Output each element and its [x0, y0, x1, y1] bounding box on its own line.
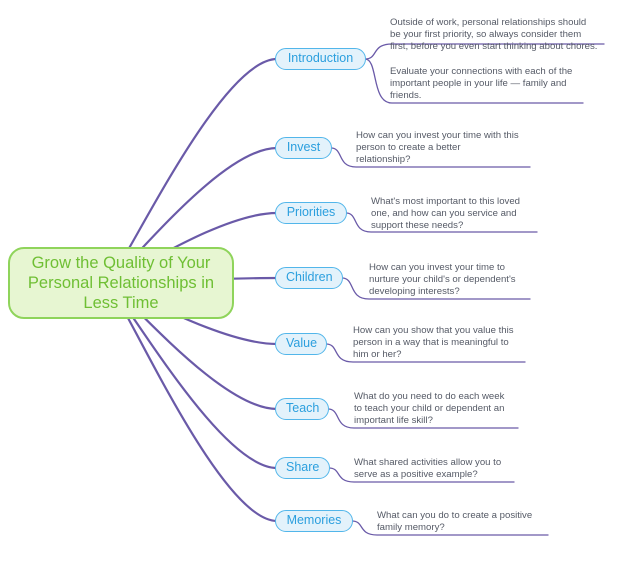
- note-line: friends.: [390, 90, 422, 102]
- note-priorities[interactable]: What's most important to this loved one,…: [371, 196, 520, 233]
- topic-label: Memories: [286, 513, 342, 527]
- topic-label: Children: [286, 270, 333, 284]
- topic-priorities[interactable]: Priorities: [275, 202, 347, 224]
- topic-value[interactable]: Value: [275, 333, 327, 355]
- note-line: to teach your child or dependent an: [354, 403, 505, 415]
- note-line: What can you do to create a positive: [377, 510, 533, 521]
- note-share[interactable]: What shared activities allow you to serv…: [354, 457, 501, 481]
- topic-label: Share: [286, 460, 320, 474]
- topic-introduction[interactable]: Introduction: [275, 48, 366, 70]
- topic-invest[interactable]: Invest: [275, 137, 332, 159]
- note-connector: [330, 147, 531, 168]
- note-line: What do you need to do each week: [354, 391, 505, 402]
- note-invest[interactable]: How can you invest your time with this p…: [356, 130, 519, 167]
- note-introduction-2[interactable]: Evaluate your connections with each of t…: [390, 66, 572, 103]
- note-line: one, and how can you service and: [371, 208, 517, 220]
- note-line: developing interests?: [369, 286, 460, 298]
- note-line: Outside of work, personal relationships …: [390, 17, 587, 28]
- note-line: important people in your life — family a…: [390, 78, 567, 90]
- topic-share[interactable]: Share: [275, 457, 330, 479]
- note-line: How can you invest your time to: [369, 262, 505, 273]
- note-line: first, before you even start thinking ab…: [390, 41, 598, 53]
- note-line: relationship?: [356, 154, 411, 166]
- note-line: nurture your child's or dependent's: [369, 274, 516, 286]
- note-line: How can you invest your time with this: [356, 130, 519, 141]
- note-connector: [351, 520, 549, 536]
- topic-label: Invest: [286, 140, 321, 154]
- note-line: him or her?: [353, 349, 402, 361]
- note-line: be your first priority, so always consid…: [390, 29, 582, 41]
- topic-label: Priorities: [286, 205, 336, 219]
- note-introduction-1[interactable]: Outside of work, personal relationships …: [390, 17, 597, 54]
- note-line: Evaluate your connections with each of t…: [390, 66, 573, 77]
- topic-children[interactable]: Children: [275, 267, 343, 289]
- note-connector: [345, 212, 538, 233]
- note-connector: [364, 58, 584, 104]
- note-line: What's most important to this loved: [371, 196, 520, 207]
- note-connector: [325, 343, 526, 363]
- note-line: person in a way that is meaningful to: [353, 337, 509, 349]
- note-children[interactable]: How can you invest your time to nurture …: [369, 262, 516, 299]
- note-line: person to create a better: [356, 142, 461, 154]
- note-connector: [341, 277, 531, 300]
- topic-label: Teach: [286, 401, 320, 415]
- topic-teach[interactable]: Teach: [275, 398, 329, 420]
- note-line: important life skill?: [354, 415, 433, 427]
- topic-label: Introduction: [287, 51, 354, 65]
- note-line: serve as a positive example?: [354, 469, 478, 481]
- topic-memories[interactable]: Memories: [275, 510, 353, 532]
- note-value[interactable]: How can you show that you value this per…: [353, 325, 514, 362]
- topic-label: Value: [286, 336, 318, 350]
- note-connector: [327, 408, 519, 429]
- note-teach[interactable]: What do you need to do each week to teac…: [354, 391, 504, 428]
- central-topic-label: Grow the Quality of Your Personal Relati…: [27, 254, 215, 312]
- note-connector: [364, 43, 605, 60]
- note-line: family memory?: [377, 522, 445, 534]
- note-line: How can you show that you value this: [353, 325, 514, 336]
- note-memories[interactable]: What can you do to create a positive fam…: [377, 510, 532, 534]
- note-connector: [328, 467, 515, 483]
- note-line: support these needs?: [371, 220, 464, 232]
- central-topic[interactable]: Grow the Quality of Your Personal Relati…: [8, 247, 234, 319]
- note-line: What shared activities allow you to: [354, 457, 502, 468]
